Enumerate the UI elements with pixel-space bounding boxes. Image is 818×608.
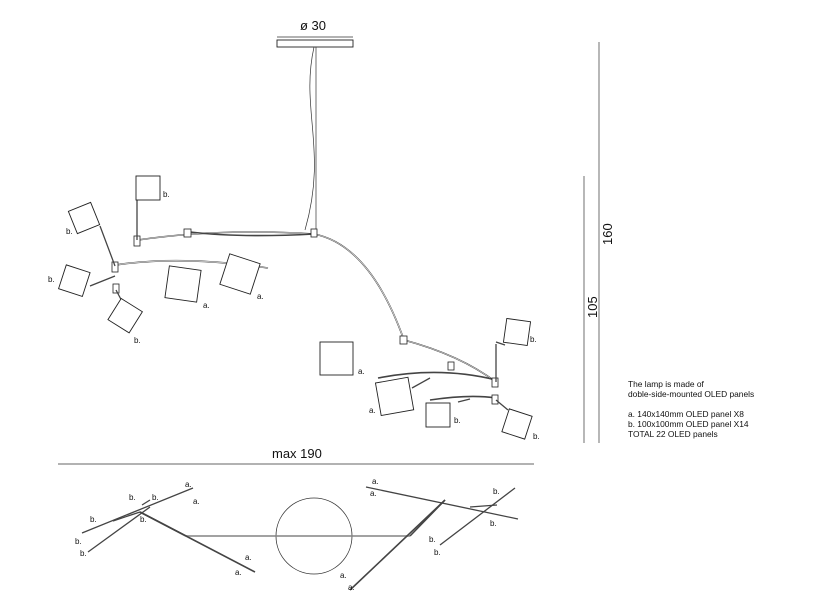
panel-label-b: b. [454,416,461,425]
canopy-diameter-label: ø 30 [300,18,326,33]
joint [491,377,499,388]
height-160-label: 160 [600,223,615,245]
descending-arm [313,233,405,341]
max-width-label: max 190 [272,446,322,461]
panel-label-a: a. [257,292,264,301]
joint [447,361,455,371]
plan-label-a: a. [245,553,252,562]
oled-panel-b [67,201,101,235]
oled-panel-a [374,376,415,417]
oled-panel-b [58,264,91,297]
specification-notes: The lamp is made of doble-side-mounted O… [628,379,754,439]
plan-label-b: b. [80,549,87,558]
plan-label-b: b. [152,493,159,502]
lower-right-arm-a [377,371,497,381]
plan-label-b: b. [429,535,436,544]
plan-view: max 190 a. a. b. b. b. b. b. b. a. a. a.… [58,446,534,592]
plan-label-a: a. [193,497,200,506]
oled-panel-a [219,253,261,295]
plan-label-a: a. [348,583,355,592]
panel-label-a: a. [358,367,365,376]
plan-label-b: b. [75,537,82,546]
oled-panel-b [425,402,451,428]
panel-label-a: a. [203,301,210,310]
plan-label-a: a. [235,568,242,577]
plan-label-a: a. [185,480,192,489]
mid-right-arm [403,339,497,383]
plan-label-a: a. [340,571,347,580]
plan-label-b: b. [140,515,147,524]
plan-label-a: a. [370,489,377,498]
plan-label-b: b. [490,519,497,528]
notes-line: doble-side-mounted OLED panels [628,389,755,399]
ceiling-canopy [276,39,354,48]
joint [310,228,318,238]
oled-panel-b [107,297,144,334]
plan-label-b: b. [493,487,500,496]
joint [491,394,499,405]
panel-label-b: b. [533,432,540,441]
notes-line: The lamp is made of [628,379,704,389]
oled-panel-b [501,408,533,440]
panel-label-a: a. [369,406,376,415]
panel-label-b: b. [530,335,537,344]
upper-left-arm [137,231,315,241]
notes-line: b. 100x100mm OLED panel X14 [628,419,749,429]
notes-line: a. 140x140mm OLED panel X8 [628,409,744,419]
plan-label-b: b. [90,515,97,524]
oled-panel-a [164,265,202,303]
power-cable [304,46,315,231]
panel-label-b: b. [134,336,141,345]
joint [112,283,120,294]
panel-label-b: b. [163,190,170,199]
plan-label-b: b. [434,548,441,557]
joint [183,228,192,238]
joint [111,261,119,273]
plan-label-b: b. [129,493,136,502]
plan-label-a: a. [372,477,379,486]
elevation-view: ø 30 [48,18,615,443]
panel-label-b: b. [48,275,55,284]
oled-panel-b [135,175,161,201]
lower-right-arm-b [429,395,497,401]
joint [399,335,408,345]
notes-line: TOTAL 22 OLED panels [628,429,718,439]
panel-label-b: b. [66,227,73,236]
oled-panel-a [319,341,354,376]
oled-panel-b [502,317,532,347]
height-105-label: 105 [585,296,600,318]
